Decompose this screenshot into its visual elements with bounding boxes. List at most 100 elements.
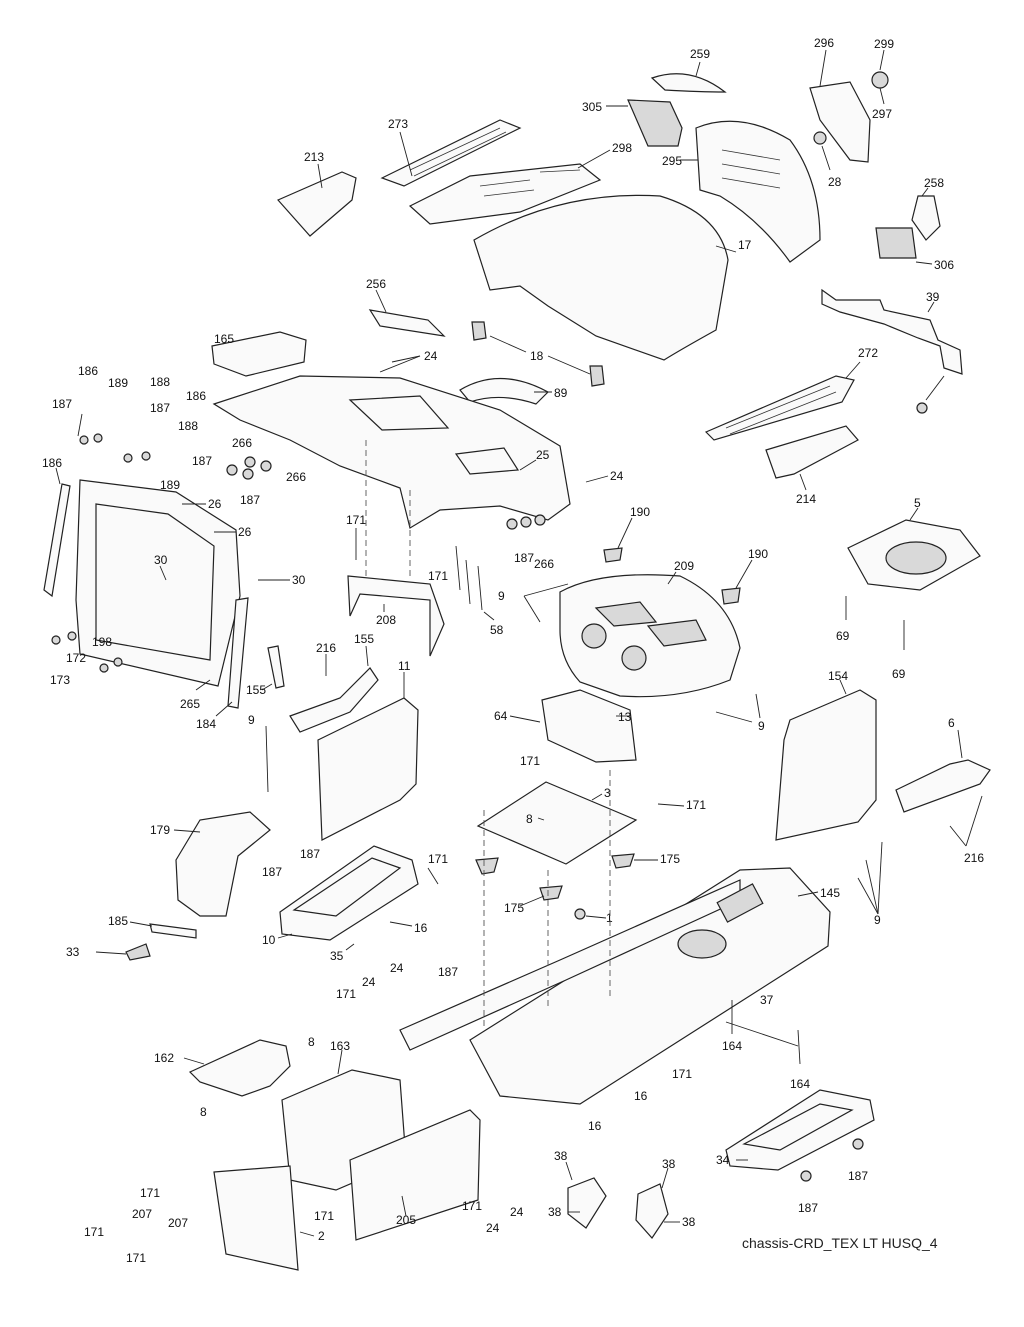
part-295: 298 xyxy=(408,141,632,225)
label-16: 1 xyxy=(606,911,613,925)
part-1-frame: 145 xyxy=(399,770,840,1105)
part-175: 179 xyxy=(150,811,271,917)
part-145-37: 37 164 164 171 16 16 xyxy=(588,993,810,1133)
label-209c: 171 xyxy=(520,754,540,768)
label-2: 2 xyxy=(318,1229,325,1243)
label-26c: 187 xyxy=(514,551,534,565)
part-34: 34 187 187 xyxy=(716,1089,875,1215)
label-209l: 171 xyxy=(126,1251,146,1265)
label-296: 296 xyxy=(814,36,834,50)
label-5a: 190 xyxy=(630,505,650,519)
part-64: 13 64 xyxy=(494,689,637,763)
part-154: 6 216 xyxy=(895,716,991,865)
label-145: 37 xyxy=(760,993,774,1007)
label-155: 155 xyxy=(354,632,374,646)
part-18: 18 xyxy=(471,321,605,387)
part-170: 265 xyxy=(75,479,241,711)
label-278b: 69 xyxy=(892,667,906,681)
part-89: 89 xyxy=(459,377,568,405)
part-13: 154 9 xyxy=(775,669,883,927)
part-205-38: 38 38 38 38 xyxy=(548,1149,696,1239)
part-256: 256 xyxy=(366,277,446,337)
label-26f: 187 xyxy=(848,1169,868,1183)
part-266: 186 xyxy=(42,456,71,598)
label-208a: 9 xyxy=(498,589,505,603)
label-5b: 190 xyxy=(748,547,768,561)
label-187a: 187 xyxy=(52,397,72,411)
label-58: 5 xyxy=(914,496,921,510)
label-209i: 171 xyxy=(140,1186,160,1200)
label-64: 13 xyxy=(618,710,632,724)
label-1: 145 xyxy=(820,886,840,900)
part-11: 11 9 xyxy=(248,659,419,841)
part-25-26-washers: 266 187 266 187 187 266 24 xyxy=(192,436,624,571)
label-298: 28 xyxy=(828,175,842,189)
label-299: 299 xyxy=(874,37,894,51)
label-35c: 16 xyxy=(588,1119,602,1133)
label-214: 214 xyxy=(796,492,816,506)
label-33: 10 xyxy=(262,933,276,947)
part-214: 214 xyxy=(765,425,859,506)
label-173: 173 xyxy=(50,673,70,687)
label-187b: 187 xyxy=(150,401,170,415)
label-209e: 171 xyxy=(428,852,448,866)
label-170: 265 xyxy=(180,697,200,711)
part-305: 305 xyxy=(582,99,683,147)
label-164: 162 xyxy=(154,1051,174,1065)
label-26e: 187 xyxy=(262,865,282,879)
part-185: 33 xyxy=(66,943,151,961)
part-179: 185 xyxy=(108,914,197,939)
label-213: 213 xyxy=(304,150,324,164)
part-213: 213 xyxy=(277,150,357,237)
label-256: 256 xyxy=(366,277,386,291)
label-3a: 8 xyxy=(526,812,533,826)
label-179: 185 xyxy=(108,914,128,928)
label-265: 184 xyxy=(196,717,216,731)
label-209a: 171 xyxy=(346,513,366,527)
label-171a: 30 xyxy=(154,553,168,567)
label-185: 33 xyxy=(66,945,80,959)
label-305: 305 xyxy=(582,100,602,114)
label-9: 209 xyxy=(674,559,694,573)
label-31: 208 xyxy=(376,613,396,627)
label-266: 186 xyxy=(42,456,62,470)
label-13: 154 xyxy=(828,669,848,683)
label-188a: 188 xyxy=(150,375,170,389)
label-28: 295 xyxy=(662,154,682,168)
label-209b: 171 xyxy=(428,569,448,583)
part-259: 259 xyxy=(650,47,727,93)
label-278a: 69 xyxy=(836,629,850,643)
label-209h: 171 xyxy=(462,1199,482,1213)
label-26d: 187 xyxy=(300,847,320,861)
label-24c: 24 xyxy=(362,975,376,989)
label-216a: 216 xyxy=(964,851,984,865)
label-35b: 16 xyxy=(634,1089,648,1103)
label-25a: 266 xyxy=(232,436,252,450)
part-162-163: 163 205 171 24 24 187 171 24 24 xyxy=(281,961,524,1241)
part-2: 2 171 207 207 171 171 171 xyxy=(84,1165,334,1271)
part-273: 273 xyxy=(380,117,522,187)
part-186-189: 186 189 188 187 187 186 188 189 xyxy=(52,364,206,492)
label-89: 89 xyxy=(554,386,568,400)
label-24d: 24 xyxy=(390,961,404,975)
label-18: 18 xyxy=(530,349,544,363)
label-11: 11 xyxy=(398,659,411,673)
label-3c: 8 xyxy=(200,1105,207,1119)
label-175: 179 xyxy=(150,823,170,837)
label-273: 273 xyxy=(388,117,408,131)
label-306: 306 xyxy=(934,258,954,272)
label-165: 165 xyxy=(214,332,234,346)
label-39: 39 xyxy=(926,290,940,304)
label-189b: 189 xyxy=(160,478,180,492)
part-hood: 17 xyxy=(473,194,752,361)
part-272: 272 xyxy=(704,346,878,441)
part-39: 39 xyxy=(821,288,963,414)
label-37a: 164 xyxy=(722,1039,742,1053)
label-6: 3 xyxy=(604,786,611,800)
label-186a: 186 xyxy=(78,364,98,378)
part-306: 306 xyxy=(875,227,954,272)
label-208c: 9 xyxy=(874,913,881,927)
label-24f: 24 xyxy=(510,1205,524,1219)
